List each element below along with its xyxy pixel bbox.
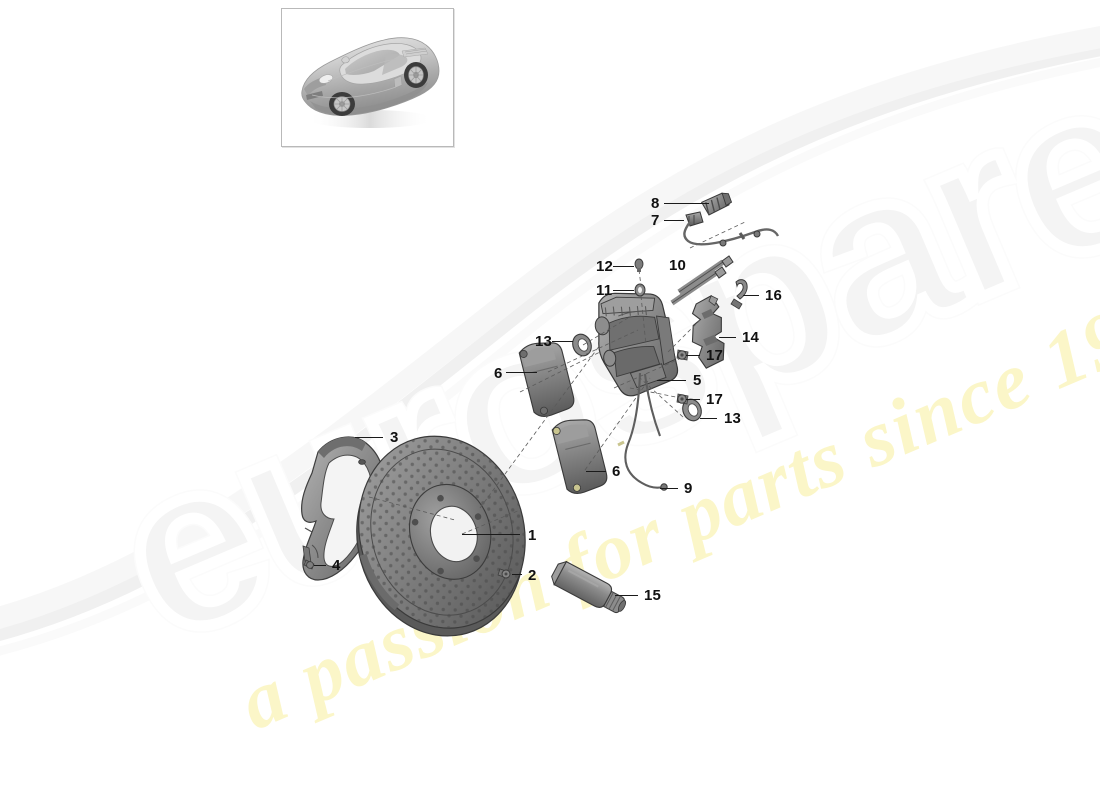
leader-line-brake-disc	[462, 534, 520, 535]
leader-line-brake-disc-cover-plate	[355, 437, 383, 438]
part-brake-pad-lower	[551, 419, 608, 494]
part-brake-disc-cover-plate	[301, 436, 385, 581]
part-caliper-mounting-bracket	[691, 295, 725, 369]
leader-line-caliper-bolt	[686, 355, 700, 356]
callout-cover-plate-fastening-screw-4: 4	[332, 557, 341, 574]
part-caliper-bolt-lower	[676, 393, 689, 405]
callout-caliper-guide-bolt-11: 10	[669, 257, 687, 274]
callout-brake-pad-set-6: 6	[494, 365, 503, 382]
swoosh-stroke-thin	[0, 57, 1100, 656]
callout-bleeder-cap-seal-14: 13	[535, 333, 553, 350]
callout-brake-line-connector-9: 8	[651, 195, 660, 212]
callout-bleeder-cap-seal-15: 13	[724, 410, 742, 427]
leader-line-bleeder-cap-seal	[552, 341, 573, 342]
part-cover-plate-fastening-screw	[303, 559, 315, 570]
part-disc-retaining-screw	[497, 568, 511, 579]
part-brake-caliper	[594, 292, 679, 397]
callout-disc-retaining-screw-2: 2	[528, 567, 537, 584]
part-brake-disc	[356, 435, 526, 637]
callout-brake-hose-bracket-8: 7	[651, 212, 660, 229]
leader-line-disc-retaining-screw	[512, 574, 522, 575]
vehicle-illustration	[282, 9, 453, 146]
part-brake-line-clip	[730, 279, 748, 310]
leader-line-brake-pad-set	[586, 471, 606, 472]
callout-lubricating-grease-tube-17: 15	[644, 587, 662, 604]
callout-caliper-mounting-bracket-16: 14	[742, 329, 760, 346]
callout-caliper-bolt-20: 17	[706, 391, 724, 408]
callout-brake-disc-cover-plate-3: 3	[390, 429, 399, 446]
vehicle-thumbnail	[281, 8, 454, 147]
leader-line-cover-plate-fastening-screw	[314, 565, 326, 566]
leader-line-caliper-bolt	[686, 399, 700, 400]
callout-brake-disc-1: 1	[528, 527, 537, 544]
assembly-axis-lines	[368, 221, 746, 535]
callout-retaining-pin-clip-13: 12	[596, 258, 614, 275]
leader-line-caliper-mounting-bracket	[719, 337, 736, 338]
callout-brake-line-clip-18: 16	[765, 287, 783, 304]
part-brake-line-connector	[700, 192, 733, 216]
leader-line-bleeder-cap-seal	[700, 418, 717, 419]
part-lubricating-grease-tube	[551, 560, 627, 614]
part-brake-line-tube	[683, 221, 780, 247]
leader-line-brake-line-clip	[743, 295, 759, 296]
leader-line-brake-hose-bracket	[664, 220, 684, 221]
leader-line-brake-pad-wear-sensor	[660, 488, 678, 489]
leader-line-brake-caliper	[657, 380, 686, 381]
leader-line-retaining-pin-clip	[613, 266, 634, 267]
leader-line-brake-line-connector	[664, 203, 709, 204]
callout-brake-pad-wear-sensor-10: 9	[684, 480, 693, 497]
callout-brake-pad-set-7: 6	[612, 463, 621, 480]
swoosh-stroke-outer	[0, 43, 1100, 641]
leader-line-brake-pad-set	[506, 372, 537, 373]
leader-line-pad-retaining-spring	[613, 290, 634, 291]
part-caliper-guide-bolt	[670, 255, 734, 306]
part-bleeder-cap-seal-lower	[682, 398, 702, 422]
leader-line-lubricating-grease-tube	[615, 595, 638, 596]
callout-caliper-bolt-19: 17	[706, 347, 724, 364]
swoosh-stroke-inner	[0, 26, 1100, 629]
callout-brake-caliper-5: 5	[693, 372, 702, 389]
part-caliper-bolt-upper	[676, 349, 689, 361]
part-pad-retaining-spring	[634, 283, 646, 297]
callout-pad-retaining-spring-12: 11	[596, 282, 613, 299]
part-brake-pad-upper	[518, 342, 575, 417]
